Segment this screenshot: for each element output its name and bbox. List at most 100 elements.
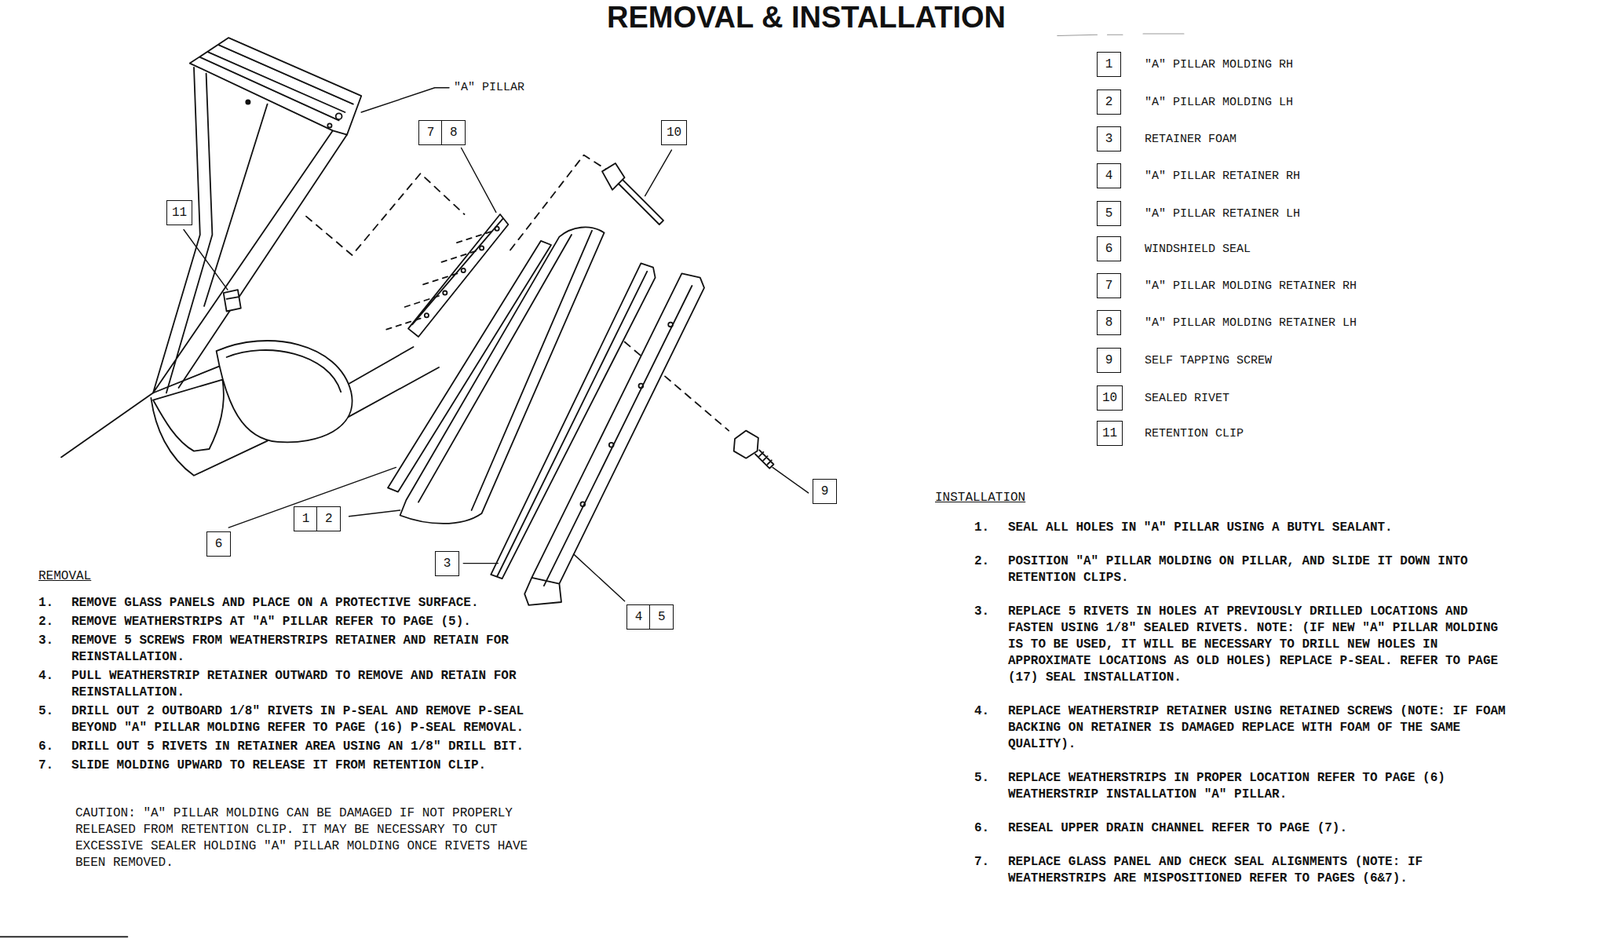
step-number: 7. — [38, 757, 54, 775]
callout-number: 5 — [657, 610, 666, 625]
legend-number-box: 10 — [1096, 385, 1123, 411]
callout-box: 10 — [661, 120, 687, 146]
step-number: 4. — [38, 668, 54, 685]
step-text: PULL WEATHERSTRIP RETAINER OUTWARD TO RE… — [71, 668, 574, 702]
section-heading: REMOVAL — [38, 568, 92, 585]
callout-number: 9 — [821, 484, 830, 499]
step-number: 6. — [38, 738, 54, 756]
callout-number: 11 — [1102, 426, 1118, 441]
step-number: 7. — [974, 854, 990, 871]
mirror-base — [153, 379, 224, 452]
callout-box: 8 — [441, 120, 466, 146]
legend-number-box: 5 — [1096, 200, 1122, 227]
part-name: RETAINER FOAM — [1144, 131, 1237, 148]
part-name: WINDSHIELD SEAL — [1144, 241, 1251, 258]
page-title: REMOVAL & INSTALLATION — [606, 0, 1006, 35]
callout-number: 4 — [635, 610, 643, 625]
retainer-hole — [580, 501, 585, 507]
step-number: 1. — [974, 519, 990, 537]
screw-path-dashes — [385, 231, 491, 330]
callout-number: 6 — [1105, 241, 1114, 256]
page-rule — [0, 936, 128, 939]
part-name: "A" PILLAR MOLDING RETAINER LH — [1144, 314, 1357, 332]
pillar-retainer — [524, 273, 705, 605]
retainer-hole — [424, 313, 429, 318]
callout-number: 10 — [666, 125, 682, 140]
step-text: REMOVE GLASS PANELS AND PLACE ON A PROTE… — [71, 595, 574, 612]
rivet-shaft — [618, 179, 664, 225]
callout-box: 3 — [434, 551, 460, 577]
retainer-hole — [609, 442, 614, 448]
part-name: SELF TAPPING SCREW — [1144, 352, 1272, 369]
step-number: 4. — [974, 703, 990, 720]
section-heading: INSTALLATION — [935, 489, 1026, 507]
retainer-hole — [639, 383, 644, 389]
retainer-hole — [442, 291, 447, 296]
part-name: "A" PILLAR MOLDING RETAINER RH — [1144, 277, 1357, 295]
step-text: DRILL OUT 2 OUTBOARD 1/8" RIVETS IN P-SE… — [71, 703, 574, 737]
callout-number: 1 — [1105, 57, 1114, 72]
legend-number-box: 9 — [1096, 347, 1122, 373]
caution-note: CAUTION: "A" PILLAR MOLDING CAN BE DAMAG… — [75, 805, 563, 872]
callout-number: 4 — [1105, 168, 1114, 183]
mirror-rim — [226, 350, 342, 392]
callout-number: 7 — [1105, 278, 1114, 293]
callout-number: 8 — [449, 125, 458, 140]
roof-rail — [189, 37, 362, 135]
mirror — [216, 340, 353, 443]
step-text: RESEAL UPPER DRAIN CHANNEL REFER TO PAGE… — [1008, 820, 1514, 837]
step-text: SEAL ALL HOLES IN "A" PILLAR USING A BUT… — [1008, 519, 1514, 537]
retainer-hole — [668, 322, 673, 328]
callout-number: 3 — [443, 556, 452, 571]
callout-number: 5 — [1105, 206, 1114, 221]
callout-number: 1 — [302, 511, 311, 527]
pillar-hole — [245, 99, 250, 104]
rail-bolt — [327, 123, 332, 128]
callout-number: 6 — [215, 536, 223, 552]
screw-thread — [755, 449, 774, 468]
callout-box: 7 — [418, 120, 443, 146]
step-number: 1. — [38, 595, 54, 612]
retainer-hole — [495, 226, 500, 231]
legend-number-box: 11 — [1096, 420, 1123, 446]
part-name: RETENTION CLIP — [1144, 425, 1244, 443]
scan-mark — [1057, 33, 1184, 37]
step-text: REMOVE WEATHERSTRIPS AT "A" PILLAR REFER… — [71, 613, 574, 631]
step-text: SLIDE MOLDING UPWARD TO RELEASE IT FROM … — [71, 757, 574, 775]
callout-number: 2 — [325, 511, 333, 527]
callout-box: 9 — [812, 478, 837, 505]
step-text: REPLACE WEATHERSTRIPS IN PROPER LOCATION… — [1008, 770, 1514, 804]
callout-box: 2 — [316, 506, 341, 532]
legend-number-box: 2 — [1096, 89, 1122, 115]
callout-number: 10 — [1102, 390, 1118, 406]
callout-number: 8 — [1105, 315, 1114, 330]
legend-number-box: 8 — [1096, 310, 1122, 336]
step-text: REMOVE 5 SCREWS FROM WEATHERSTRIPS RETAI… — [71, 632, 574, 666]
step-text: POSITION "A" PILLAR MOLDING ON PILLAR, A… — [1008, 553, 1514, 587]
callout-box: 5 — [649, 604, 674, 630]
step-text: DRILL OUT 5 RIVETS IN RETAINER AREA USIN… — [71, 738, 574, 756]
retainer-hole — [479, 245, 484, 250]
retention-clip — [223, 289, 242, 311]
callout-box: 4 — [626, 604, 651, 630]
rail-bolt — [336, 113, 343, 120]
callout-number: 7 — [427, 125, 435, 140]
step-number: 3. — [38, 632, 54, 650]
step-number: 2. — [38, 613, 54, 631]
retainer-hole — [461, 268, 466, 273]
callout-number: 11 — [171, 205, 187, 220]
legend-number-box: 7 — [1096, 273, 1122, 299]
legend-number-box: 4 — [1096, 163, 1122, 189]
step-number: 6. — [974, 820, 990, 837]
callout-number: 9 — [1105, 353, 1114, 368]
part-name: "A" PILLAR MOLDING LH — [1144, 94, 1294, 111]
part-name: SEALED RIVET — [1144, 390, 1230, 407]
step-number: 5. — [38, 703, 54, 720]
leader-lines — [183, 87, 809, 602]
step-text: REPLACE 5 RIVETS IN HOLES AT PREVIOUSLY … — [1008, 603, 1514, 687]
callout-number: 2 — [1105, 94, 1114, 110]
legend-number-box: 3 — [1096, 126, 1122, 152]
